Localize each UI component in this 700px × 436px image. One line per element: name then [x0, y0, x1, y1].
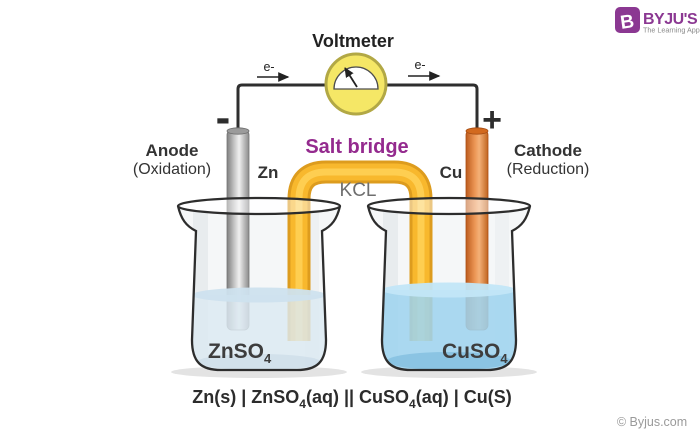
zinc-sulfate-subscript: 4: [264, 351, 272, 366]
cell-notation-part2: (aq) || CuSO: [306, 387, 409, 407]
zinc-sulfate-formula: ZnSO: [208, 340, 264, 363]
copper-sulfate-solution: [370, 282, 530, 370]
cell-notation-part3: (aq) | Cu(S): [416, 387, 512, 407]
zinc-electrode-label: Zn: [258, 163, 279, 182]
cathode-process-label: (Reduction): [507, 161, 590, 178]
brand-name: BYJU'S: [643, 11, 698, 28]
right-beaker-outline: [366, 205, 532, 372]
anode-label: Anode: [146, 141, 199, 160]
copper-sulfate-label: CuSO4: [442, 340, 508, 366]
cell-notation-sub2: 4: [409, 397, 416, 411]
cell-notation-sub1: 4: [299, 397, 306, 411]
copper-sulfate-subscript: 4: [500, 351, 508, 366]
voltmeter-needle: [344, 67, 358, 88]
voltmeter: [324, 52, 388, 116]
copper-electrode-label: Cu: [440, 163, 463, 182]
electrolyte-label: KCL: [340, 180, 377, 201]
electron-label-left: e-: [263, 60, 274, 74]
voltmeter-label: Voltmeter: [312, 31, 394, 51]
left-beaker-outline: [176, 205, 342, 372]
byjus-logo: B BYJU'S The Learning App: [615, 7, 700, 35]
zinc-sulfate-solution: [180, 287, 340, 370]
salt-bridge-tube: [287, 160, 433, 341]
cathode-sign: +: [482, 101, 502, 139]
left-beaker-rim: [176, 196, 342, 216]
brand-tagline: The Learning App: [643, 26, 700, 35]
anode-sign: -: [216, 93, 231, 142]
logo-mark: B: [619, 11, 636, 34]
cell-notation: Zn(s) | ZnSO4(aq) || CuSO4(aq) | Cu(S): [192, 387, 512, 411]
copper-sulfate-formula: CuSO: [442, 340, 500, 363]
anode-process-label: (Oxidation): [133, 161, 211, 178]
right-beaker-rim: [366, 196, 532, 216]
salt-bridge-label: Salt bridge: [305, 136, 408, 158]
zinc-electrode: [226, 127, 250, 331]
copper-electrode: [465, 127, 489, 331]
cell-notation-part1: Zn(s) | ZnSO: [192, 387, 299, 407]
electron-label-right: e-: [414, 58, 425, 72]
copyright: © Byjus.com: [617, 415, 687, 429]
zinc-sulfate-label: ZnSO4: [208, 340, 272, 366]
cathode-label: Cathode: [514, 141, 582, 160]
logo-mark-tile: [615, 7, 640, 33]
